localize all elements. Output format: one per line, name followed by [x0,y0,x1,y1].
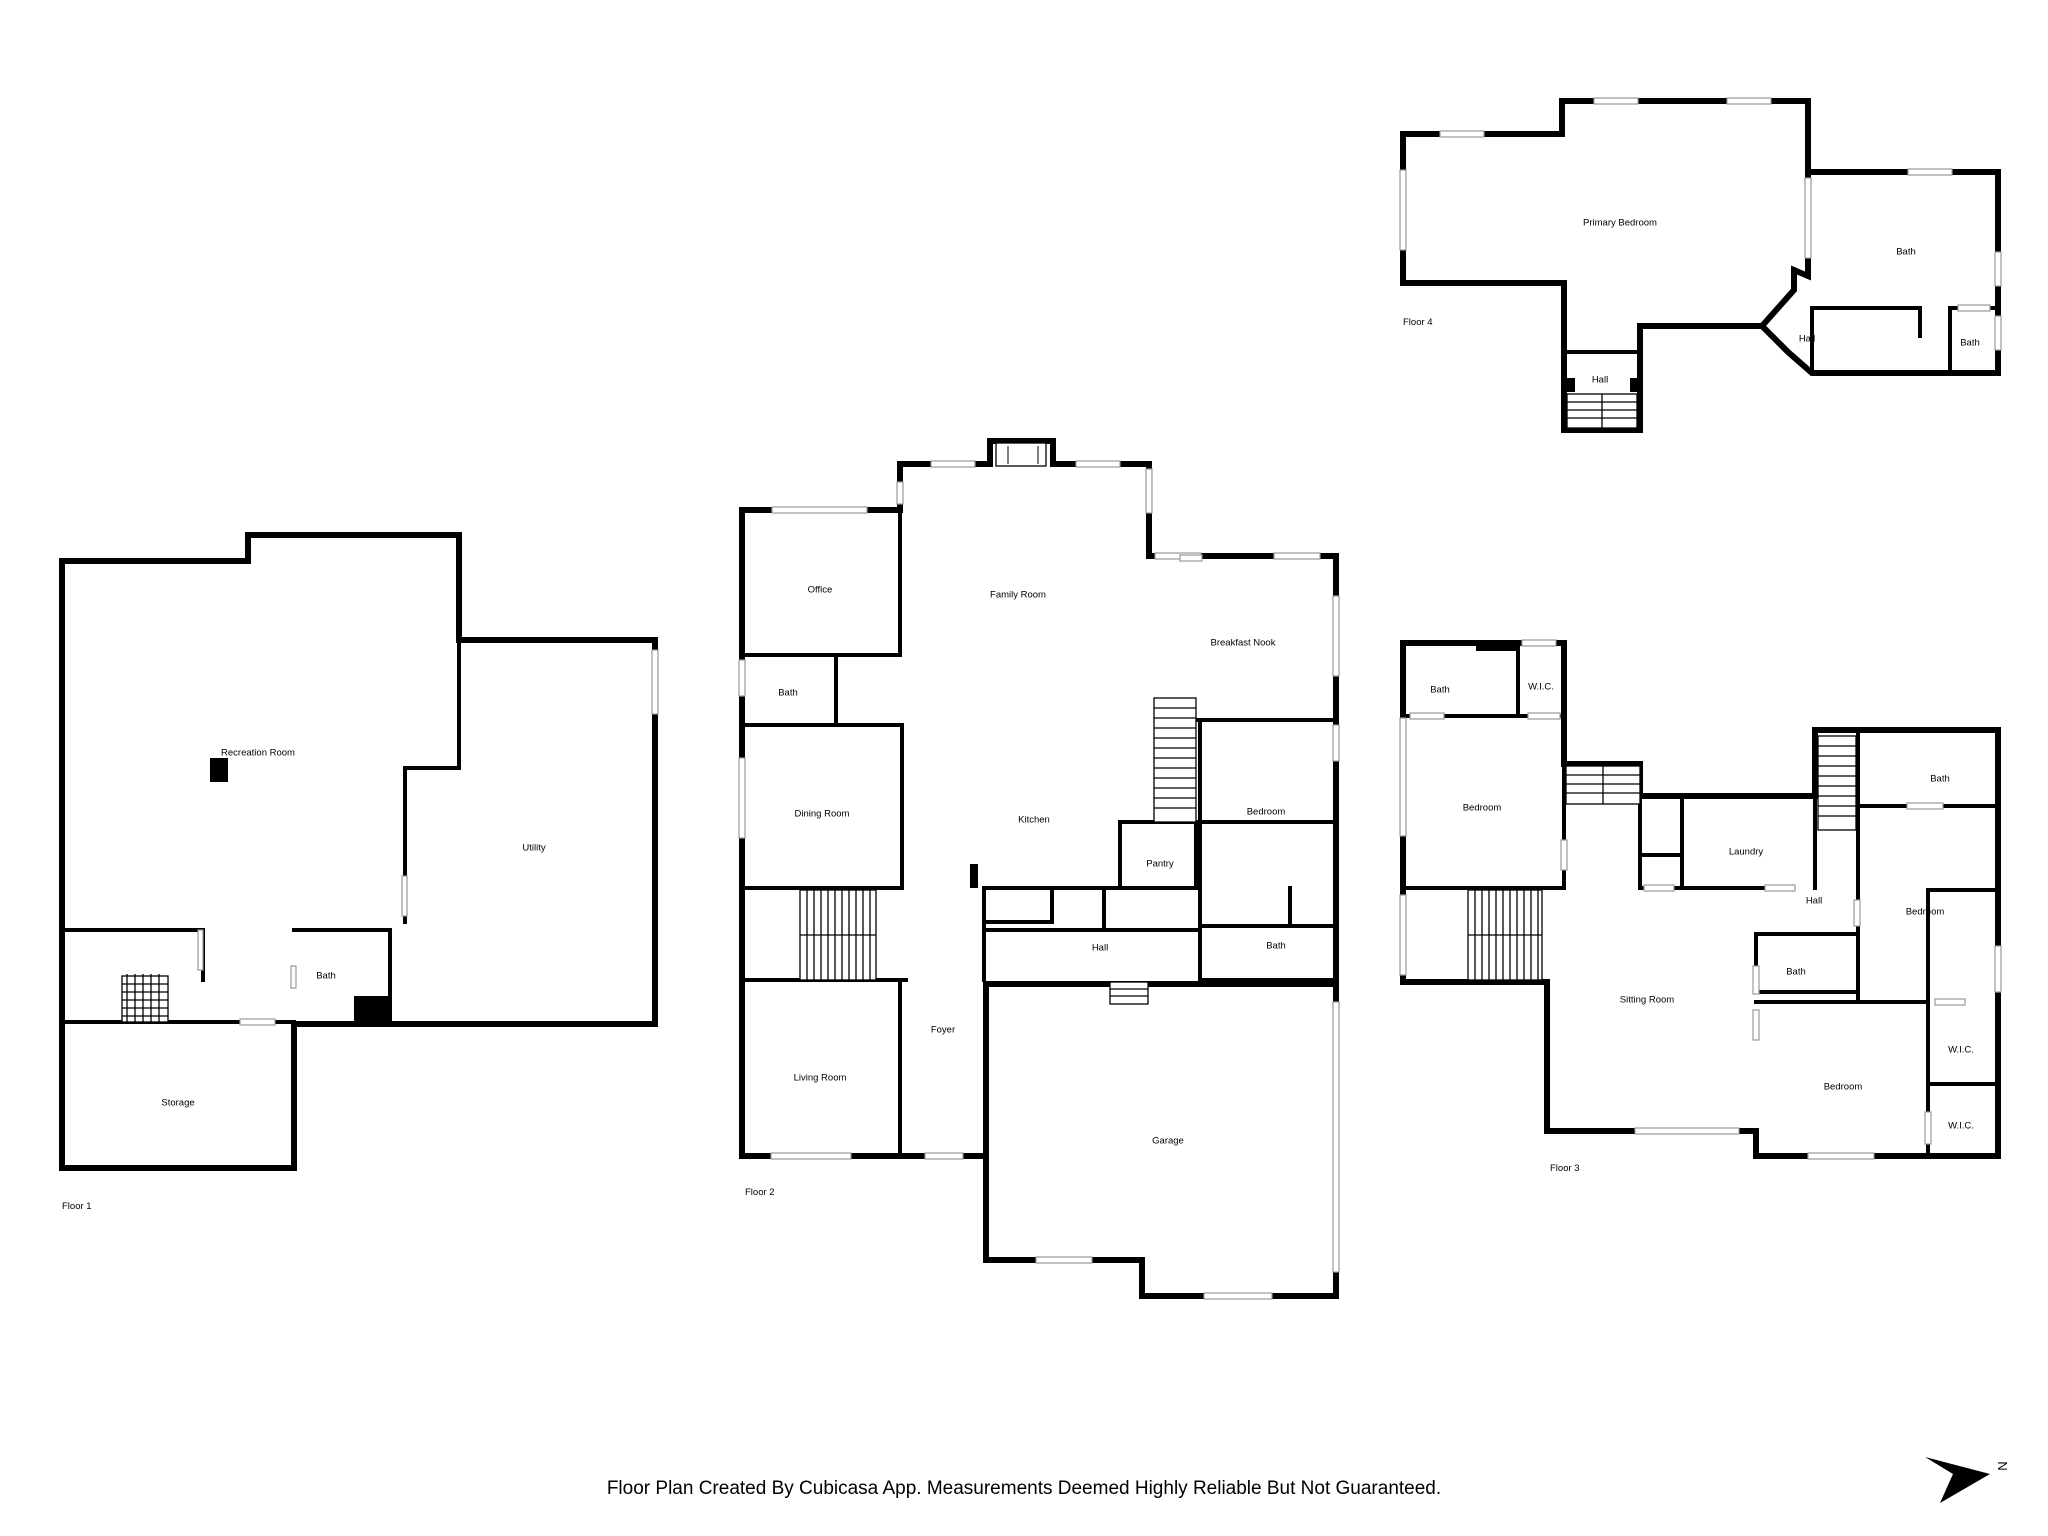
floor-1-label: Floor 1 [62,1201,92,1212]
room-office: Office [808,585,833,596]
north-label: N [1995,1461,2010,1470]
room-bath-floor3-a: Bath [1430,685,1450,696]
room-bedroom-floor3-b: Bedroom [1906,907,1945,918]
room-pantry: Pantry [1146,859,1174,870]
room-hall-floor2: Hall [1092,943,1108,954]
floor-4-plan [1399,97,2002,433]
room-recreation-room: Recreation Room [221,748,295,759]
room-utility: Utility [522,843,545,854]
room-sitting-room: Sitting Room [1620,995,1674,1006]
room-kitchen: Kitchen [1018,815,1050,826]
room-bath-floor1: Bath [316,971,336,982]
room-bedroom-floor3-a: Bedroom [1463,803,1502,814]
room-bath-floor4-a: Bath [1896,247,1916,258]
disclaimer-footer: Floor Plan Created By Cubicasa App. Meas… [607,1478,1441,1499]
room-living-room: Living Room [794,1073,847,1084]
room-foyer: Foyer [931,1025,955,1036]
room-bath-floor2-a: Bath [778,688,798,699]
floor-4-label: Floor 4 [1403,317,1433,328]
floor-1-plan [59,532,659,1171]
room-hall-floor4-b: Hall [1592,375,1608,386]
room-family-room: Family Room [990,590,1046,601]
room-bath-floor3-b: Bath [1930,774,1950,785]
floor-2-label: Floor 2 [745,1187,775,1198]
room-wic-floor3-c: W.I.C. [1948,1121,1974,1132]
room-laundry: Laundry [1729,847,1764,858]
room-breakfast-nook: Breakfast Nook [1211,638,1276,649]
room-wic-floor3-b: W.I.C. [1948,1045,1974,1056]
room-bedroom-floor3-c: Bedroom [1824,1082,1863,1093]
room-primary-bedroom: Primary Bedroom [1583,218,1657,229]
room-hall-floor4-a: Hall [1799,334,1815,345]
room-hall-floor3: Hall [1806,896,1822,907]
room-wic-floor3-a: W.I.C. [1528,682,1554,693]
north-arrow-icon [1925,1457,1990,1503]
room-bath-floor3-c: Bath [1786,967,1806,978]
room-dining-room: Dining Room [795,809,850,820]
room-bedroom-floor2: Bedroom [1247,807,1286,818]
floor-3-label: Floor 3 [1550,1163,1580,1174]
floor-2-plan [738,438,1340,1300]
room-storage: Storage [161,1098,194,1109]
floor-3-plan [1399,639,2002,1160]
room-bath-floor2-b: Bath [1266,941,1286,952]
room-bath-floor4-b: Bath [1960,338,1980,349]
room-garage: Garage [1152,1136,1184,1147]
